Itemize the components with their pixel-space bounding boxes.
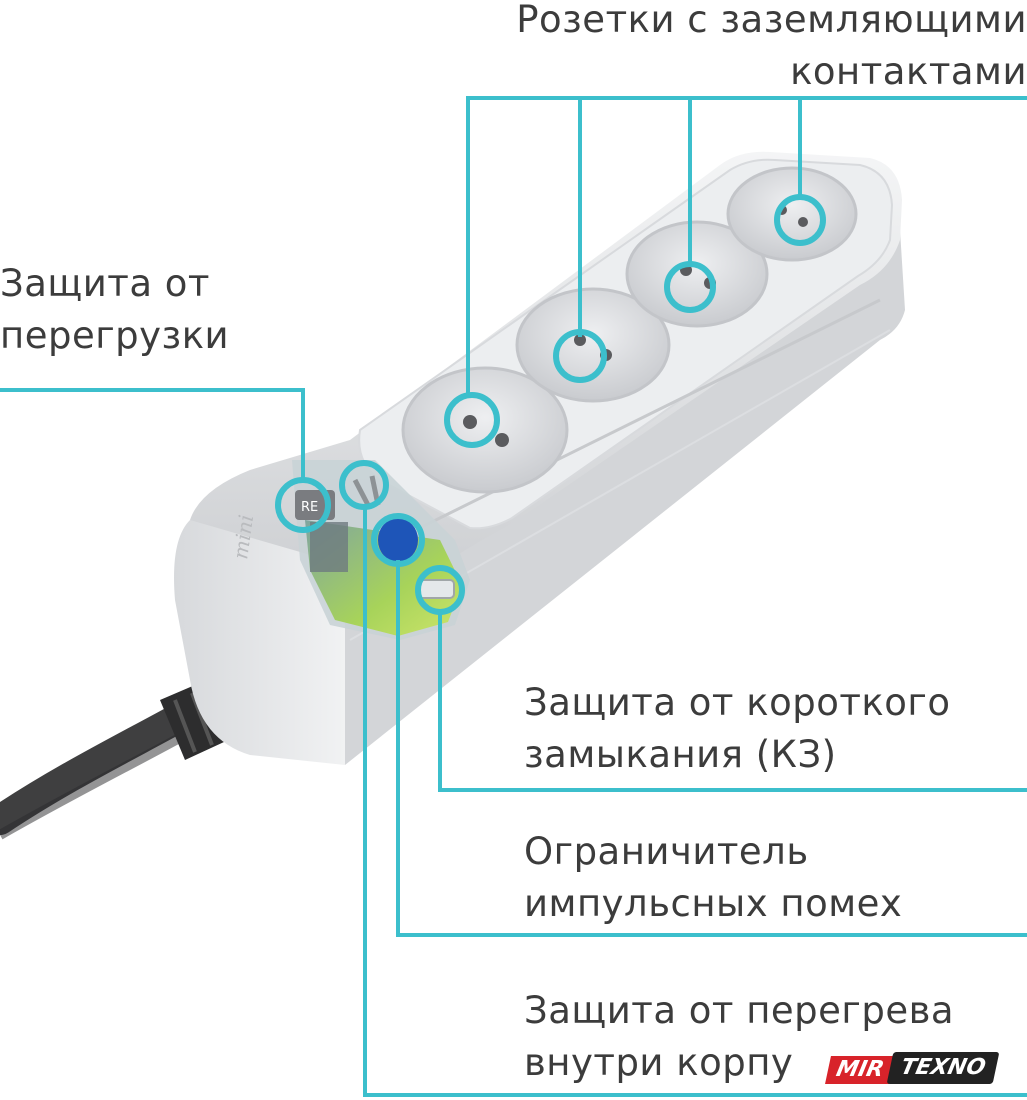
overheat-label-line-2: внутри корпу — [524, 1041, 794, 1084]
overload-label-line-1: Защита от — [0, 262, 210, 305]
overload-label: Защита от перегрузки — [0, 258, 229, 362]
short-circuit-label: Защита от короткого замыкания (КЗ) — [524, 677, 950, 781]
callout-rings — [275, 194, 826, 615]
overload-label-line-2: перегрузки — [0, 314, 230, 357]
surge-label-line-2: импульсных помех — [524, 882, 903, 925]
short-circuit-label-line-2: замыкания (КЗ) — [524, 733, 837, 776]
sockets-callout-line — [466, 96, 1027, 397]
socket-1-ring — [444, 392, 500, 448]
surge-label: Ограничитель импульсных помех — [524, 826, 902, 930]
socket-2-ring — [553, 329, 607, 383]
fuse — [417, 579, 455, 599]
overload-callout-line — [0, 388, 305, 482]
callout-lines — [0, 96, 1027, 1097]
socket-1 — [401, 366, 569, 494]
mirtexno-logo: MIR TEXNO — [825, 1050, 1000, 1086]
reset-marking: RE — [301, 500, 318, 515]
short-circuit-ring — [415, 565, 465, 615]
overheat-label: Защита от перегрева внутри корпу — [524, 985, 954, 1089]
socket-2 — [515, 287, 671, 403]
socket-4 — [726, 166, 858, 262]
overheat-ring — [339, 460, 389, 510]
logo-part-mir: MIR — [825, 1056, 895, 1084]
socket-3-ring — [664, 261, 716, 313]
sockets-label-line-2: контактами — [790, 50, 1027, 93]
surge-callout-line — [396, 560, 1027, 937]
short-circuit-label-line-1: Защита от короткого — [524, 681, 951, 724]
sockets-label-line-1: Розетки с заземляющими — [516, 0, 1027, 41]
socket-4-ring — [774, 194, 826, 246]
logo-part-texno: TEXNO — [886, 1052, 1000, 1084]
surge-ring — [371, 513, 425, 567]
short-circuit-callout-line — [438, 610, 1027, 792]
overheat-label-line-1: Защита от перегрева — [524, 989, 955, 1032]
surge-label-line-1: Ограничитель — [524, 830, 809, 873]
overload-ring — [275, 477, 331, 533]
varistor — [378, 518, 418, 562]
sockets-label: Розетки с заземляющими контактами — [516, 0, 1027, 98]
breaker-block — [310, 522, 348, 572]
overheat-callout-line — [363, 508, 1027, 1097]
